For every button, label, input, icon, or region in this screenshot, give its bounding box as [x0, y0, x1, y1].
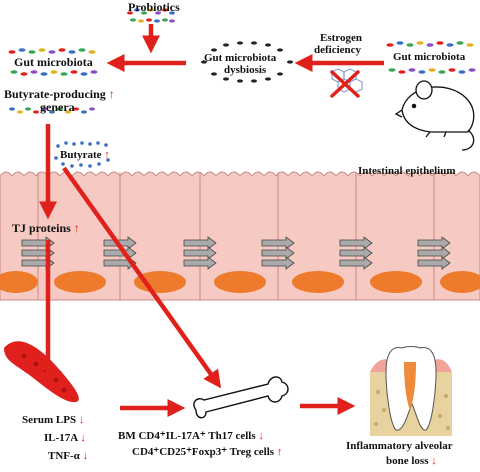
- blood-vessel-icon: [4, 341, 79, 403]
- treg-text: CD4⁺CD25⁺Foxp3⁺ Treg cells: [132, 446, 275, 458]
- butyrate-molecules: [54, 141, 110, 168]
- probiotics-bacteria: [127, 8, 175, 23]
- dysbiosis-label-line1: Gut microbiota: [204, 52, 277, 64]
- down-arrow-icon: ↓: [258, 430, 264, 442]
- th17-text: BM CD4⁺IL-17A⁺ Th17 cells: [118, 430, 256, 442]
- tj-proteins-label: TJ proteins ↑: [12, 222, 80, 234]
- tnfa-label: TNF-α ↓: [48, 450, 88, 462]
- cross-icon: [330, 70, 360, 98]
- intestinal-epithelium-label: Intestinal epithelium: [358, 165, 456, 177]
- tnfa-text: TNF-α: [48, 450, 80, 462]
- estrogen-label-line2: deficiency: [314, 44, 362, 56]
- down-arrow-icon: ↓: [82, 450, 89, 462]
- up-arrow-icon: ↑: [104, 149, 110, 161]
- estrogen-molecule-icon: [330, 68, 363, 98]
- serum-lps-text: Serum LPS: [22, 414, 77, 426]
- inflammatory-label-line1: Inflammatory alveolar: [346, 440, 453, 452]
- butyrate-label: Butyrate ↑: [60, 149, 110, 161]
- il17a-text: IL-17A: [44, 432, 78, 444]
- butyrate-producing-label: Butyrate-producing ↑: [4, 88, 115, 100]
- bone-loss-text: bone loss: [386, 455, 429, 467]
- butyrate-producing-bacteria: [9, 107, 95, 114]
- estrogen-label-line1: Estrogen: [320, 32, 362, 44]
- butyrate-text: Butyrate: [60, 149, 102, 161]
- treg-label: CD4⁺CD25⁺Foxp3⁺ Treg cells ↑: [132, 446, 282, 458]
- gut-microbiota-left-bacteria: [8, 48, 98, 76]
- gut-microbiota-right-bacteria: [386, 41, 476, 74]
- th17-label: BM CD4⁺IL-17A⁺ Th17 cells ↓: [118, 430, 264, 442]
- pathway-arrows: [34, 24, 384, 417]
- up-arrow-icon: ↑: [276, 446, 283, 458]
- tooth-icon: [370, 346, 452, 436]
- tj-proteins-text: TJ proteins: [12, 221, 71, 235]
- inflammatory-label-line2: bone loss ↓: [386, 455, 437, 467]
- bone-icon: [193, 376, 289, 419]
- dysbiosis-bacteria-ring: [201, 41, 293, 83]
- butyrate-producing-text: Butyrate-producing: [4, 87, 106, 101]
- mouse-icon: [394, 80, 475, 151]
- genera-label: genera: [40, 100, 75, 114]
- up-arrow-icon: ↑: [108, 87, 115, 101]
- probiotics-label: Probiotics: [128, 0, 180, 14]
- down-arrow-icon: ↓: [80, 432, 86, 444]
- gut-microbiota-left-label: Gut microbiota: [14, 55, 93, 69]
- gut-microbiota-right-label: Gut microbiota: [393, 51, 466, 63]
- up-arrow-icon: ↑: [73, 221, 80, 235]
- serum-lps-label: Serum LPS ↓: [22, 414, 84, 426]
- il17a-label: IL-17A ↓: [44, 432, 86, 444]
- arrow-butyrate-to-bone: [62, 166, 222, 389]
- dysbiosis-label-line2: dysbiosis: [224, 64, 267, 76]
- down-arrow-icon: ↓: [431, 455, 437, 467]
- intestinal-epithelium: [0, 171, 480, 301]
- down-arrow-icon: ↓: [78, 414, 85, 426]
- cell-nuclei: [0, 271, 480, 293]
